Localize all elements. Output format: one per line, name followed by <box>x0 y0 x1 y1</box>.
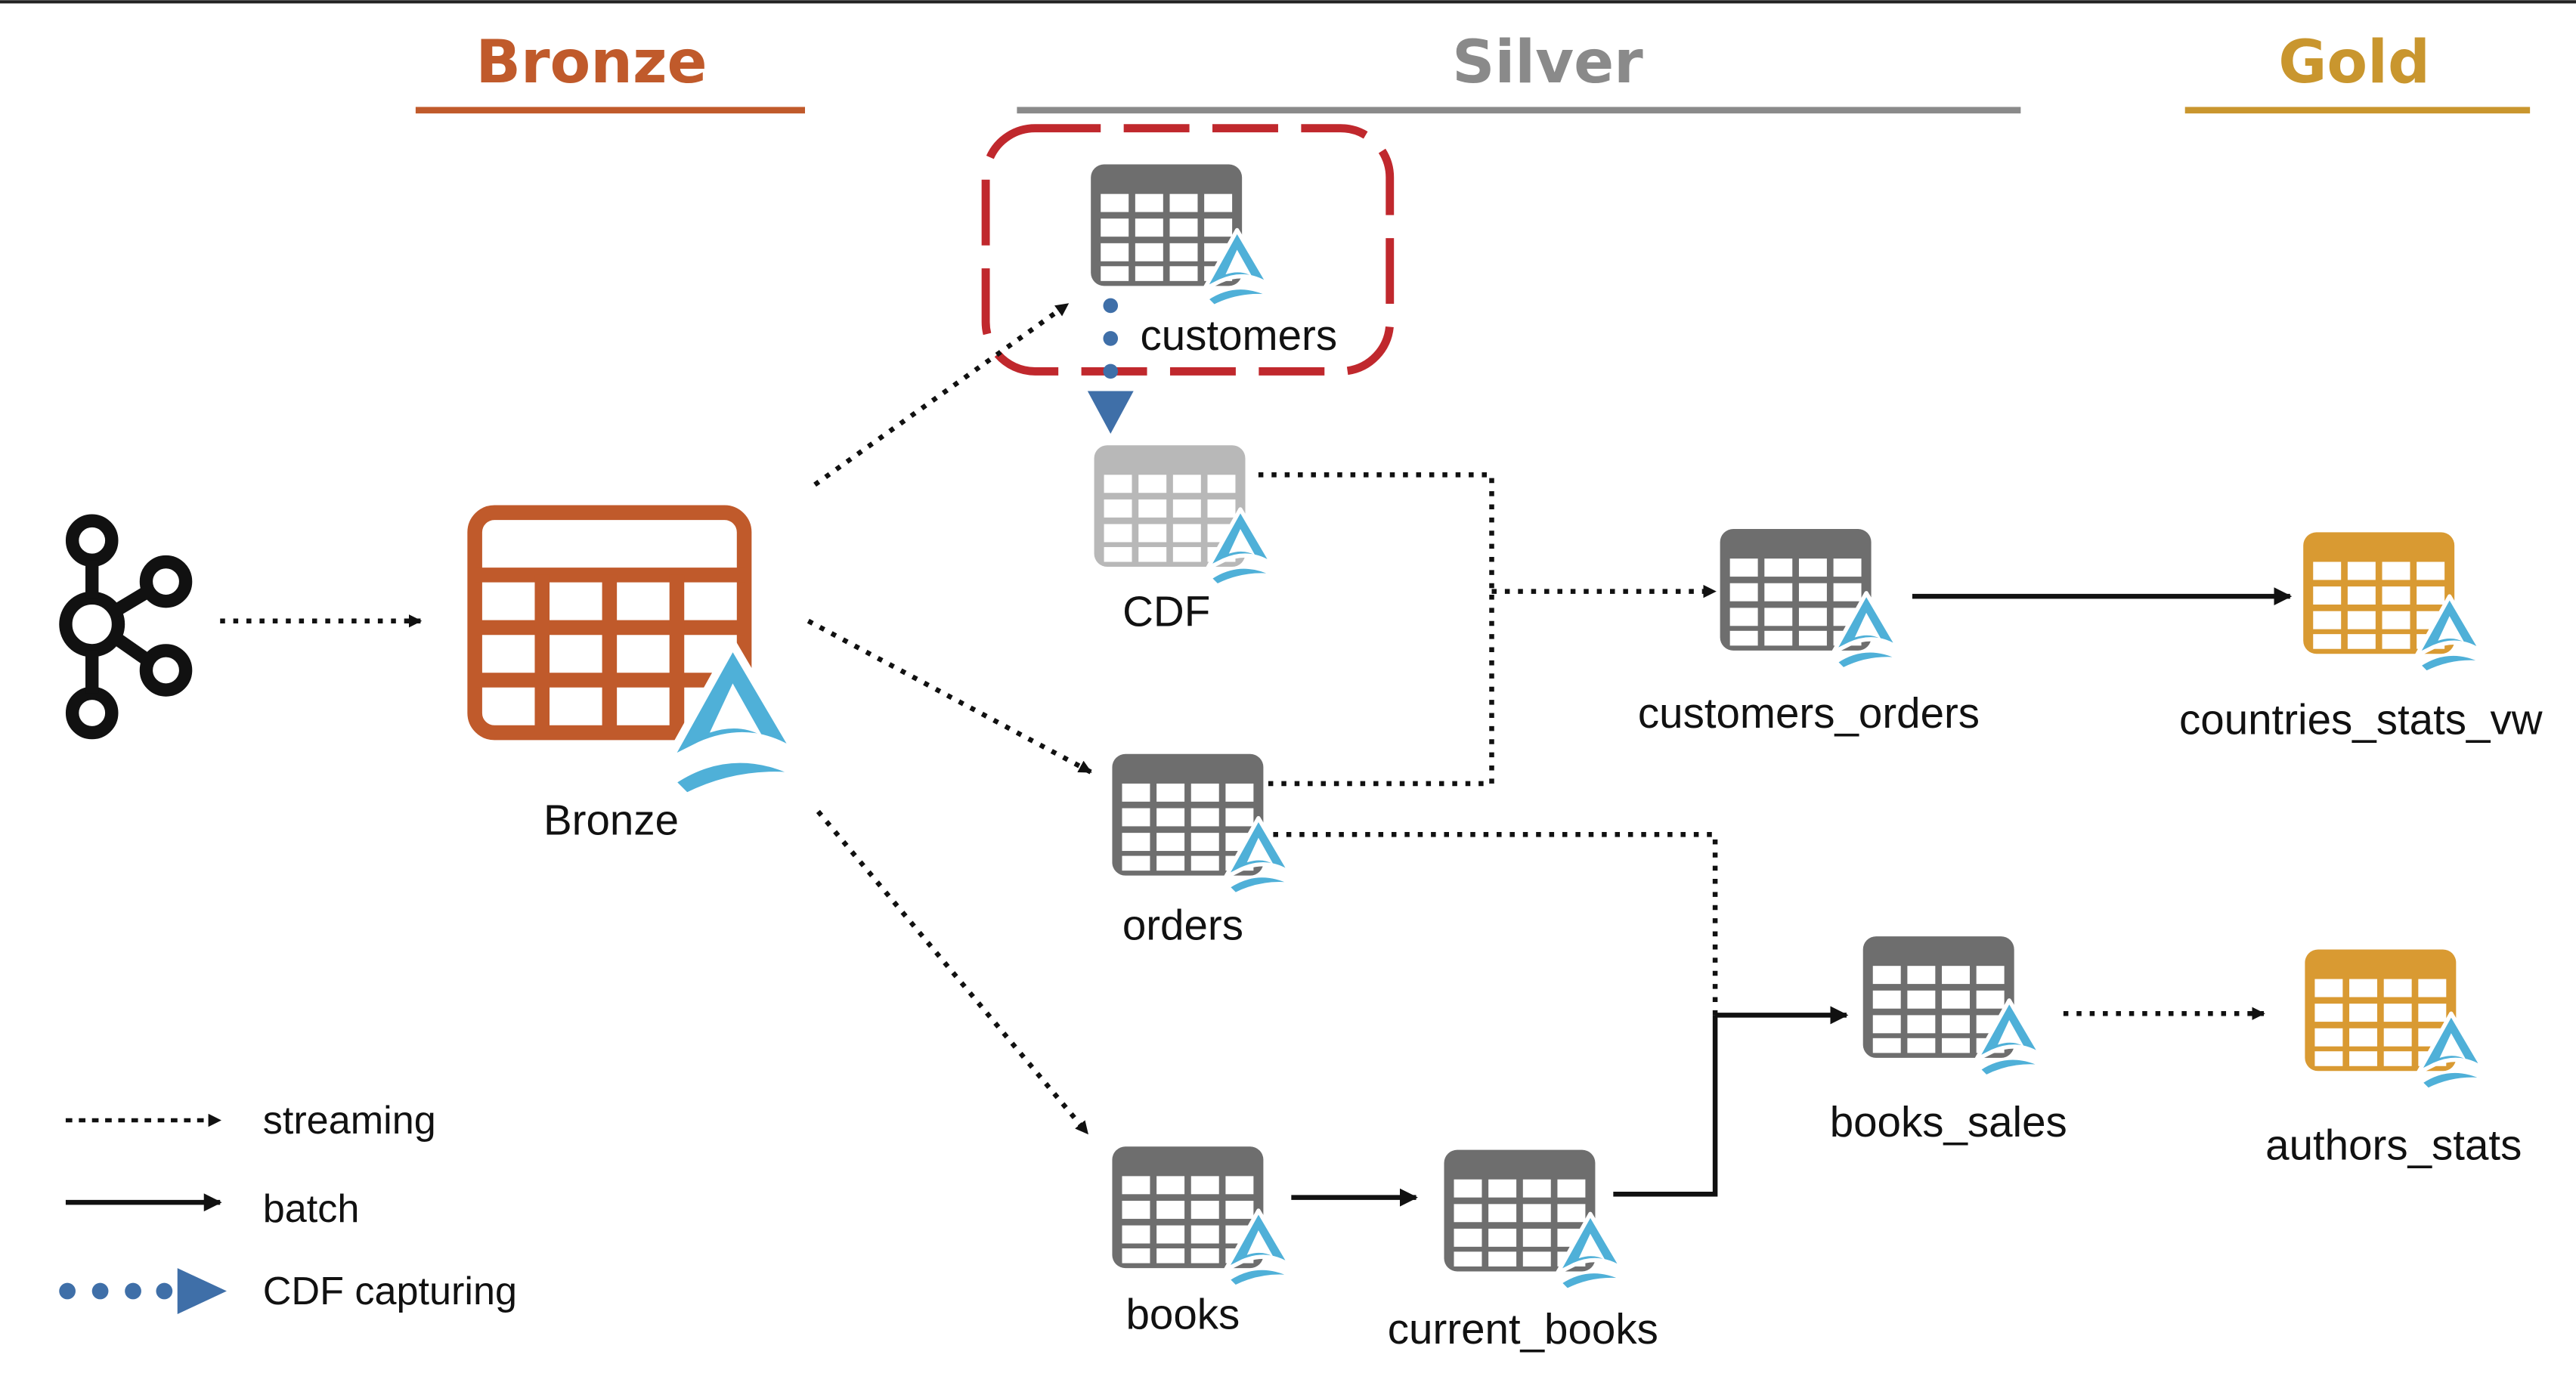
node-label-books: books <box>1126 1291 1240 1338</box>
layer-title-gold: Gold <box>2278 28 2430 97</box>
layer-title-silver: Silver <box>1452 28 1643 97</box>
legend-streaming-label: streaming <box>263 1099 436 1143</box>
node-label-customers-orders: customers_orders <box>1638 689 1980 737</box>
node-label-countries-stats-vw: countries_stats_vw <box>2179 696 2543 744</box>
edge-current-books-books-sales <box>1613 1015 1718 1197</box>
bronze-table-icon <box>467 505 752 741</box>
node-label-authors-stats: authors_stats <box>2265 1121 2522 1169</box>
node-label-books-sales: books_sales <box>1830 1098 2067 1146</box>
node-label-customers: customers <box>1140 311 1337 359</box>
node-label-orders: orders <box>1122 901 1243 948</box>
node-label-current-books: current_books <box>1388 1305 1658 1353</box>
customers-highlight-box <box>981 124 1395 376</box>
legend-cdf-capturing-label: CDF capturing <box>263 1270 517 1313</box>
layer-title-bronze: Bronze <box>475 28 707 97</box>
edge-bronze-orders <box>807 618 1092 775</box>
kafka-icon <box>59 514 193 740</box>
legend: streaming batch CDF capturing <box>59 1099 517 1314</box>
edge-cdf-junction <box>1258 472 1494 592</box>
node-label-bronze: Bronze <box>543 796 679 843</box>
edge-orders-books-sales <box>1273 832 1718 1016</box>
legend-cdf-capturing-line <box>59 1268 227 1314</box>
edge-customers-cdf-capture <box>1087 298 1134 434</box>
edge-orders-junction <box>1268 591 1494 787</box>
edge-bronze-customers <box>813 302 1070 487</box>
node-label-cdf: CDF <box>1122 587 1210 635</box>
legend-batch-label: batch <box>263 1187 360 1231</box>
bronze-delta-icon <box>667 644 798 795</box>
edge-bronze-books <box>816 809 1090 1135</box>
